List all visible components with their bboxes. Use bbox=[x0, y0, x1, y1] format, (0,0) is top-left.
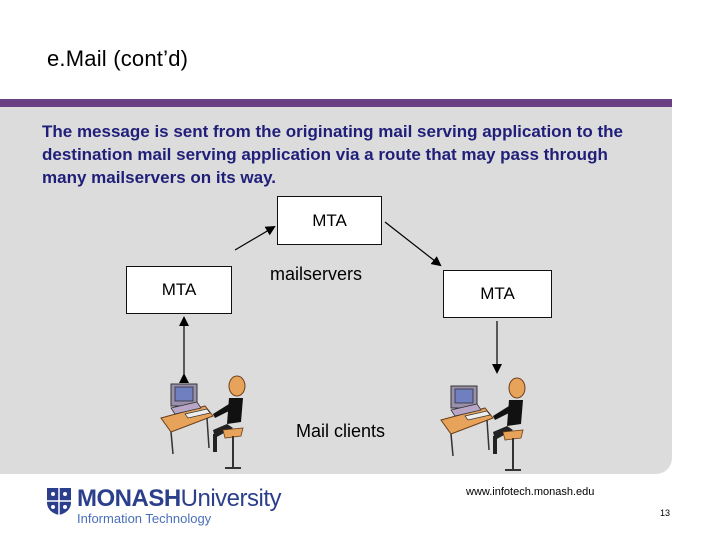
logo-wordmark: MONASHUniversity bbox=[77, 485, 282, 512]
monash-crest-icon bbox=[47, 488, 71, 515]
mta-box-top: MTA bbox=[277, 196, 382, 245]
arrow-left-to-top bbox=[234, 225, 276, 251]
title-divider-bar bbox=[0, 99, 672, 107]
slide-title: e.Mail (cont’d) bbox=[47, 46, 189, 71]
mta-box-right: MTA bbox=[443, 270, 552, 318]
monash-logo: MONASHUniversity Information Technology bbox=[45, 484, 285, 528]
arrow-top-to-right bbox=[384, 221, 442, 267]
mta-top-label: MTA bbox=[312, 210, 347, 230]
content-panel bbox=[0, 107, 672, 474]
logo-faculty: Information Technology bbox=[77, 511, 212, 526]
mta-box-left: MTA bbox=[126, 266, 232, 314]
mail-client-person-icon-right bbox=[440, 377, 526, 471]
mailservers-label: mailservers bbox=[270, 264, 363, 284]
footer-url: www.infotech.monash.edu bbox=[466, 486, 595, 498]
mta-left-label: MTA bbox=[161, 280, 197, 299]
slide-message: The message is sent from the originating… bbox=[42, 122, 623, 187]
mail-clients-label: Mail clients bbox=[296, 421, 386, 441]
mail-client-person-icon bbox=[160, 375, 246, 469]
page-number: 13 bbox=[660, 508, 671, 518]
mta-right-label: MTA bbox=[480, 284, 515, 303]
